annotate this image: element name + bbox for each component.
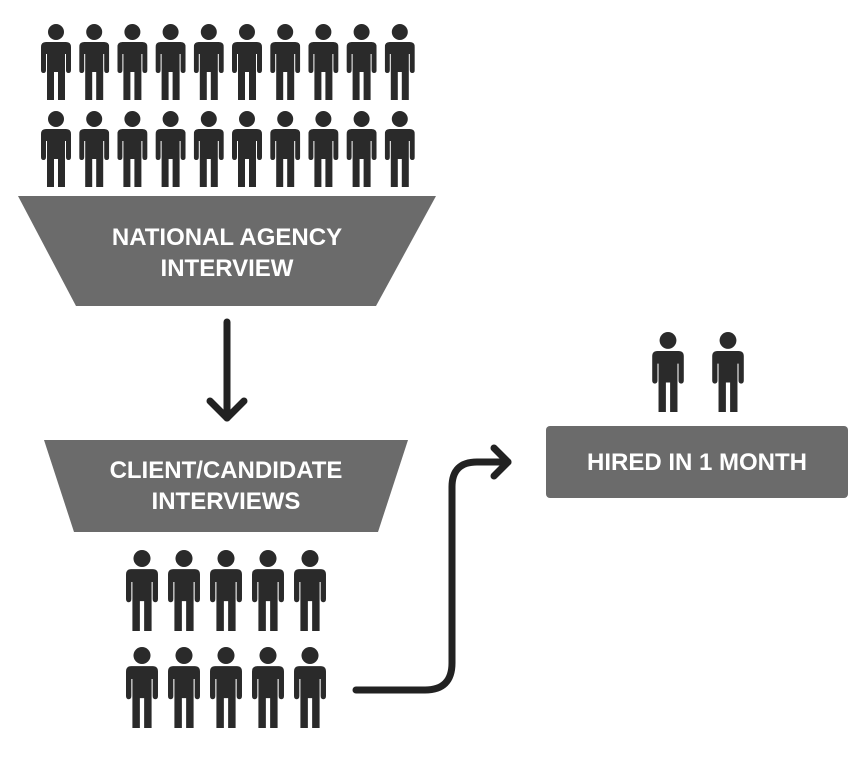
person-icon: [126, 647, 158, 728]
person-icon: [652, 332, 684, 412]
funnel-label-line1: NATIONAL AGENCY: [112, 224, 342, 251]
person-icon: [252, 647, 284, 728]
funnel-label-line2: INTERVIEW: [161, 255, 294, 282]
person-icon: [232, 111, 262, 187]
person-icon: [41, 111, 71, 187]
funnel-shape-middle: [44, 440, 408, 532]
person-icon: [193, 24, 224, 100]
person-icon: [155, 111, 186, 187]
person-icon: [346, 111, 377, 187]
person-icon: [117, 24, 148, 100]
person-icon: [168, 550, 200, 631]
person-icon: [712, 332, 744, 412]
funnel-label-line2: INTERVIEWS: [152, 488, 301, 515]
person-icon: [384, 111, 415, 187]
funnel-label-line1: CLIENT/CANDIDATE: [110, 457, 343, 484]
person-icon: [270, 111, 301, 187]
person-icon: [210, 550, 242, 631]
person-icon: [346, 24, 377, 100]
person-icon: [232, 24, 262, 100]
person-icon: [308, 111, 339, 187]
person-icon: [117, 111, 148, 187]
funnel-client-candidate: CLIENT/CANDIDATE INTERVIEWS: [44, 440, 408, 532]
person-icon: [155, 24, 186, 100]
person-icon: [294, 550, 326, 631]
person-icon: [79, 111, 110, 187]
hired-people-group: [652, 332, 744, 412]
person-icon: [168, 647, 200, 728]
down-arrow-icon: [206, 318, 248, 422]
top-crowd-group: [41, 24, 415, 187]
person-icon: [126, 550, 158, 631]
person-icon: [79, 24, 110, 100]
funnel-national-agency: NATIONAL AGENCY INTERVIEW: [18, 196, 436, 306]
hired-box-shape: [546, 426, 848, 498]
person-icon: [294, 647, 326, 728]
hired-box: HIRED IN 1 MONTH: [546, 426, 848, 498]
funnel-shape-top: [18, 196, 436, 306]
person-icon: [308, 24, 339, 100]
person-icon: [384, 24, 415, 100]
person-icon: [210, 647, 242, 728]
person-icon: [252, 550, 284, 631]
person-icon: [193, 111, 224, 187]
hired-label: HIRED IN 1 MONTH: [587, 449, 807, 476]
right-arrow-icon: [352, 444, 512, 694]
bottom-crowd-group: [126, 550, 326, 728]
person-icon: [41, 24, 71, 100]
person-icon: [270, 24, 301, 100]
